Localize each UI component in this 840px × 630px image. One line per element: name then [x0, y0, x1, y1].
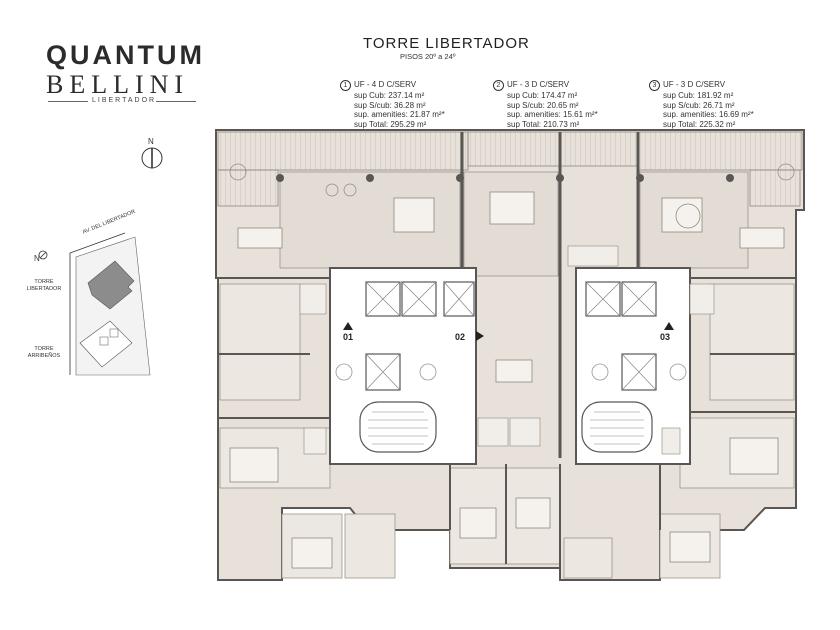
unit-number-badge: 2 [493, 80, 504, 91]
logo-bellini: BELLINI [46, 70, 190, 99]
logo-libertador: LIBERTADOR [92, 97, 157, 104]
unit-01-arrow-icon [343, 322, 353, 330]
unit-line: sup Total: 225.32 m² [663, 119, 736, 129]
terrace-unit-2 [467, 131, 639, 167]
terrace-unit-3 [637, 131, 803, 171]
floor-plan [215, 129, 805, 581]
site-north-label: N [34, 254, 40, 263]
terrace-unit-1 [217, 131, 469, 171]
unit-line: sup S/cub: 26.71 m² [663, 100, 735, 110]
terrace-side-left [217, 169, 279, 207]
unit-line: sup. amenities: 21.87 m²* [354, 110, 445, 119]
unit-badge-01: 01 [343, 332, 354, 342]
logo-rule-right [156, 101, 196, 102]
unit-name: UF - 3 D C/SERV [507, 80, 570, 89]
unit-number-badge: 3 [649, 80, 660, 91]
logo-rule-left [48, 101, 88, 102]
unit-badge-02: 02 [455, 332, 466, 342]
unit-line: sup S/cub: 36.28 m² [354, 100, 426, 110]
page-title: TORRE LIBERTADOR [363, 35, 530, 52]
unit-line: sup Total: 295.29 m² [354, 119, 427, 129]
terrace-side-right [749, 169, 801, 207]
unit-name: UF - 3 D C/SERV [663, 80, 726, 89]
unit-02-arrow-icon [476, 331, 484, 341]
unit-badge-03: 03 [660, 332, 671, 342]
logo-quantum: QUANTUM [46, 40, 205, 70]
unit-line: sup Cub: 237.14 m² [354, 91, 425, 100]
unit-line: sup Cub: 181.92 m² [663, 91, 734, 100]
site-key-plan [38, 232, 151, 376]
unit-line: sup. amenities: 16.69 m²* [663, 110, 754, 119]
unit-line: sup S/cub: 20.65 m² [507, 100, 579, 110]
unit-name: UF - 4 D C/SERV [354, 80, 417, 89]
unit-line: sup Total: 210.73 m² [507, 119, 580, 129]
north-arrow-icon [141, 147, 163, 169]
unit-line: sup Cub: 174.47 m² [507, 91, 578, 100]
unit-number-badge: 1 [340, 80, 351, 91]
page-subtitle: PISOS 20º a 24º [400, 52, 456, 61]
unit-line: sup. amenities: 15.61 m²* [507, 110, 598, 119]
north-label: N [148, 137, 154, 146]
unit-03-arrow-icon [664, 322, 674, 330]
